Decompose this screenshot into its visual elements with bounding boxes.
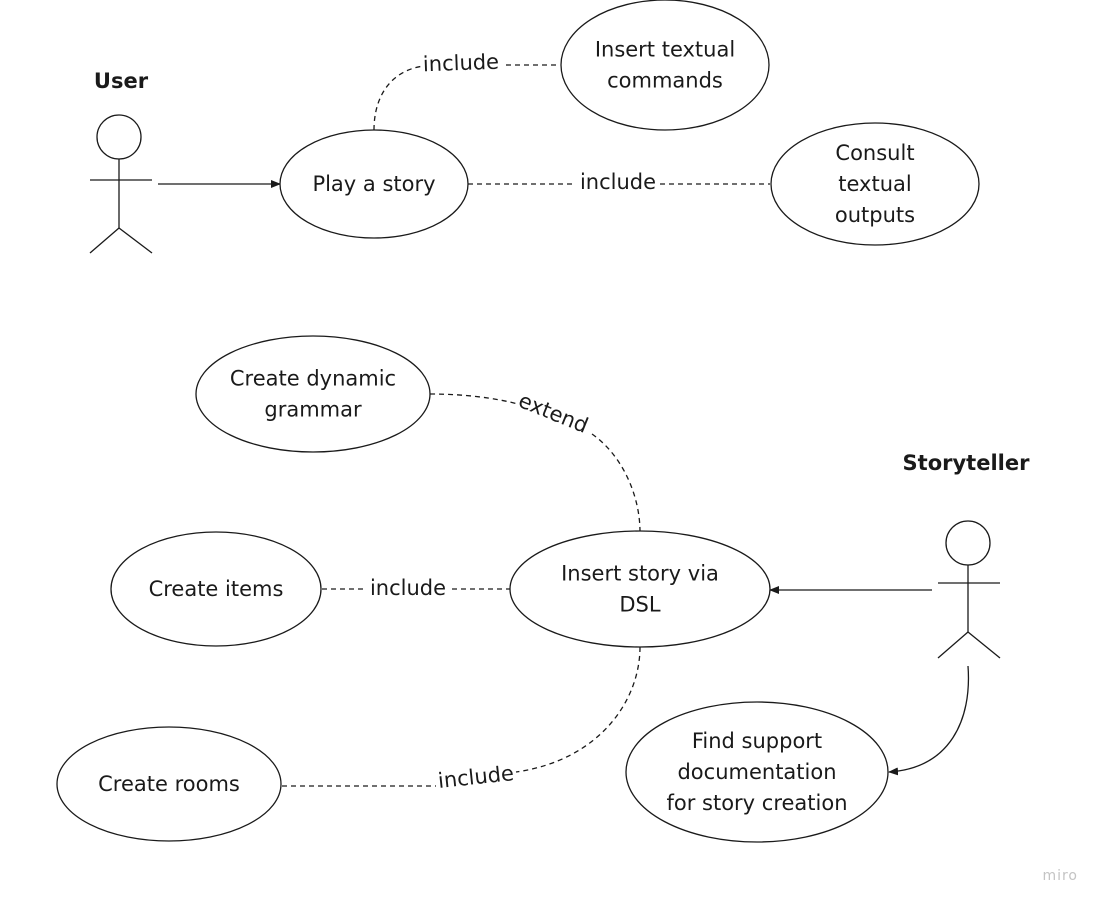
use-case-consult-textual-outputs[interactable]: Consult textual outputs [770, 122, 980, 246]
include-label-story-rooms: include [437, 761, 515, 793]
actor-storyteller-label: Storyteller [903, 451, 1031, 475]
use-case-play-story[interactable]: Play a story [279, 129, 469, 239]
use-case-label-line: commands [607, 69, 723, 93]
use-case-create-items-label: Create items [149, 577, 284, 601]
use-case-create-rooms[interactable]: Create rooms [56, 726, 282, 842]
use-case-label-line: Create items [149, 577, 284, 601]
use-case-insert-textual-commands-label: Insert textual commands [595, 38, 735, 93]
use-case-label-line: documentation [677, 760, 836, 784]
use-case-find-support-documentation-label: Find support documentation for story creat… [666, 729, 847, 815]
extend-connector-grammar-story [429, 393, 519, 405]
include-label-story-items: include [370, 576, 446, 600]
use-case-create-items[interactable]: Create items [110, 531, 322, 647]
include-connector-play-commands [373, 65, 425, 131]
include-label-play-outputs: include [580, 170, 656, 194]
use-case-label-line: Play a story [312, 172, 435, 196]
use-case-label-line: textual [838, 172, 911, 196]
include-connector-story-rooms [515, 646, 641, 773]
actor-storyteller: Storyteller [903, 451, 1031, 659]
use-case-label-line: outputs [835, 203, 915, 227]
user-stick-figure-icon [89, 114, 153, 254]
storyteller-association-arrow-support [888, 665, 970, 776]
use-case-label-line: DSL [619, 593, 661, 617]
actor-user-label: User [94, 69, 149, 93]
use-case-label-line: grammar [264, 398, 362, 422]
use-case-insert-textual-commands[interactable]: Insert textual commands [560, 0, 770, 131]
use-case-create-dynamic-grammar-label: Create dynamic grammar [230, 367, 396, 422]
storyteller-stick-figure-icon [937, 520, 1001, 659]
use-case-consult-textual-outputs-label: Consult textual outputs [835, 141, 915, 227]
use-case-play-story-label: Play a story [312, 172, 435, 196]
use-case-label-line: Insert story via [561, 562, 719, 586]
use-case-label-line: Insert textual [595, 38, 735, 62]
use-case-label-line: Create dynamic [230, 367, 396, 391]
use-case-label-line: Create rooms [98, 772, 240, 796]
extend-connector-grammar-story-tail [591, 433, 641, 533]
include-label-play-commands: include [423, 50, 500, 77]
use-case-label-line: Consult [835, 141, 914, 165]
use-case-label-line: for story creation [666, 791, 847, 815]
actor-user: User [89, 69, 153, 254]
use-case-label-line: Find support [692, 729, 822, 753]
extend-label-grammar-story: extend [515, 388, 591, 438]
use-case-create-dynamic-grammar[interactable]: Create dynamic grammar [195, 335, 431, 453]
use-case-find-support-documentation[interactable]: Find support documentation for story creat… [625, 701, 889, 843]
use-case-create-rooms-label: Create rooms [98, 772, 240, 796]
miro-watermark: miro [1042, 868, 1078, 884]
